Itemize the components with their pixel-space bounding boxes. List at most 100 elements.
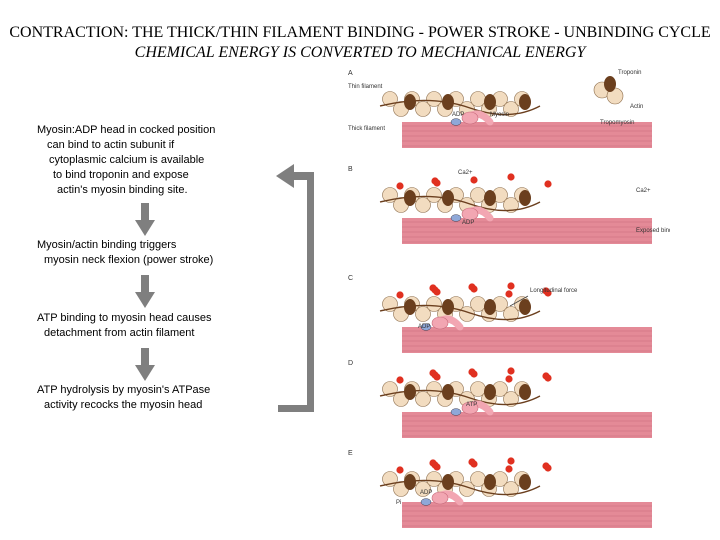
troponin-complex [442,190,454,206]
troponin-detail [604,76,616,92]
thick-filament [402,502,652,528]
label-adp: ADP [452,112,464,118]
step-4-line: ATP hydrolysis by myosin's ATPase [37,384,211,396]
actin-subunit [503,101,519,117]
myosin-head [431,316,449,330]
actin-subunit [426,91,442,107]
troponin-complex [519,299,531,315]
nucleotide-bubble [420,498,432,506]
calcium-ion [396,466,404,474]
calcium-ion [468,458,476,466]
step-4-text: ATP hydrolysis by myosin's ATPase activi… [37,383,210,413]
myosin-head [431,491,449,505]
label-thin-filament: Thin filament [348,84,383,90]
troponin-complex [404,474,416,490]
calcium-ion [507,173,515,181]
down-arrow-icon [135,275,155,308]
calcium-ion [396,182,404,190]
calcium-ion [468,283,476,291]
calcium-ion [470,176,478,184]
calcium-ion [429,369,437,377]
down-arrow-icon [135,203,155,236]
label-adp: ADP [420,490,432,496]
nucleotide-bubble [450,408,462,416]
label-adp: ADP [418,324,430,330]
actin-subunit [415,197,431,213]
step-1-line: Myosin:ADP head in cocked position [37,124,216,136]
thick-filament [402,412,652,438]
step-3-line: detachment from actin filament [44,327,195,339]
label-atp: ATP [466,402,477,408]
calcium-ion [542,462,550,470]
label-myosin: Myosin [490,112,509,118]
calcium-ion [396,291,404,299]
calcium-ion [505,465,513,473]
troponin-complex [484,384,496,400]
troponin-complex [519,384,531,400]
troponin-complex [404,384,416,400]
step-2-line: myosin neck flexion (power stroke) [44,254,214,266]
label-phosphate: Pi [396,500,401,506]
troponin-complex [519,94,531,110]
label-calcium-right: Ca2+ [636,188,651,194]
myosin-head [461,111,479,125]
actin-subunit [415,101,431,117]
calcium-ion [468,368,476,376]
label-tropomyosin: Tropomyosin [600,120,634,126]
step-1-line: actin's myosin binding site. [57,184,188,196]
calcium-ion [429,459,437,467]
calcium-ion [542,372,550,380]
calcium-ion [396,376,404,384]
calcium-ion [429,284,437,292]
label-exposed-binding-site: Exposed binding site [636,228,670,234]
actin-subunit [426,381,442,397]
actin-subunit [426,187,442,203]
step-4-line: activity recocks the myosin head [44,399,203,411]
actin-subunit [415,481,431,497]
troponin-complex [442,299,454,315]
nucleotide-bubble [420,323,432,331]
panel-letter: C [348,275,353,282]
panel-letter: A [348,70,353,77]
label-actin: Actin [630,104,643,110]
label-longitudinal-force: Longitudinal force [530,288,578,294]
calcium-ion [507,282,515,290]
calcium-ion [542,287,550,295]
actin-subunit [503,481,519,497]
calcium-ion [507,367,515,375]
step-2-text: Myosin/actin binding triggers myosin nec… [37,238,213,268]
thick-filament [402,122,652,148]
thick-filament [402,327,652,353]
label-troponin: Troponin [618,70,641,76]
actin-subunit [426,296,442,312]
troponin-complex [484,190,496,206]
down-arrow-icon [135,348,155,381]
step-1-text: Myosin:ADP head in cocked position can b… [37,123,215,198]
step-2-line: Myosin/actin binding triggers [37,239,177,251]
label-thick-filament: Thick filament [348,126,385,132]
troponin-complex [484,299,496,315]
panel-letter: D [348,360,353,367]
troponin-complex [442,94,454,110]
step-3-line: ATP binding to myosin head causes [37,312,212,324]
step-1-line: cytoplasmic calcium is available [49,154,205,166]
myosin-head [461,401,479,415]
nucleotide-bubble [450,118,462,126]
step-3-text: ATP binding to myosin head causes detach… [37,311,211,341]
slide-subtitle: CHEMICAL ENERGY IS CONVERTED TO MECHANIC… [134,44,586,61]
calcium-ion [431,177,439,185]
panel-letter: E [348,450,353,457]
troponin-complex [484,474,496,490]
actin-subunit [426,471,442,487]
troponin-complex [519,190,531,206]
calcium-ion [505,375,513,383]
troponin-complex [442,474,454,490]
actin-subunit [503,391,519,407]
actin-subunit [503,197,519,213]
troponin-complex [519,474,531,490]
label-calcium: Ca2+ [458,170,473,176]
force-arrow [509,295,529,307]
